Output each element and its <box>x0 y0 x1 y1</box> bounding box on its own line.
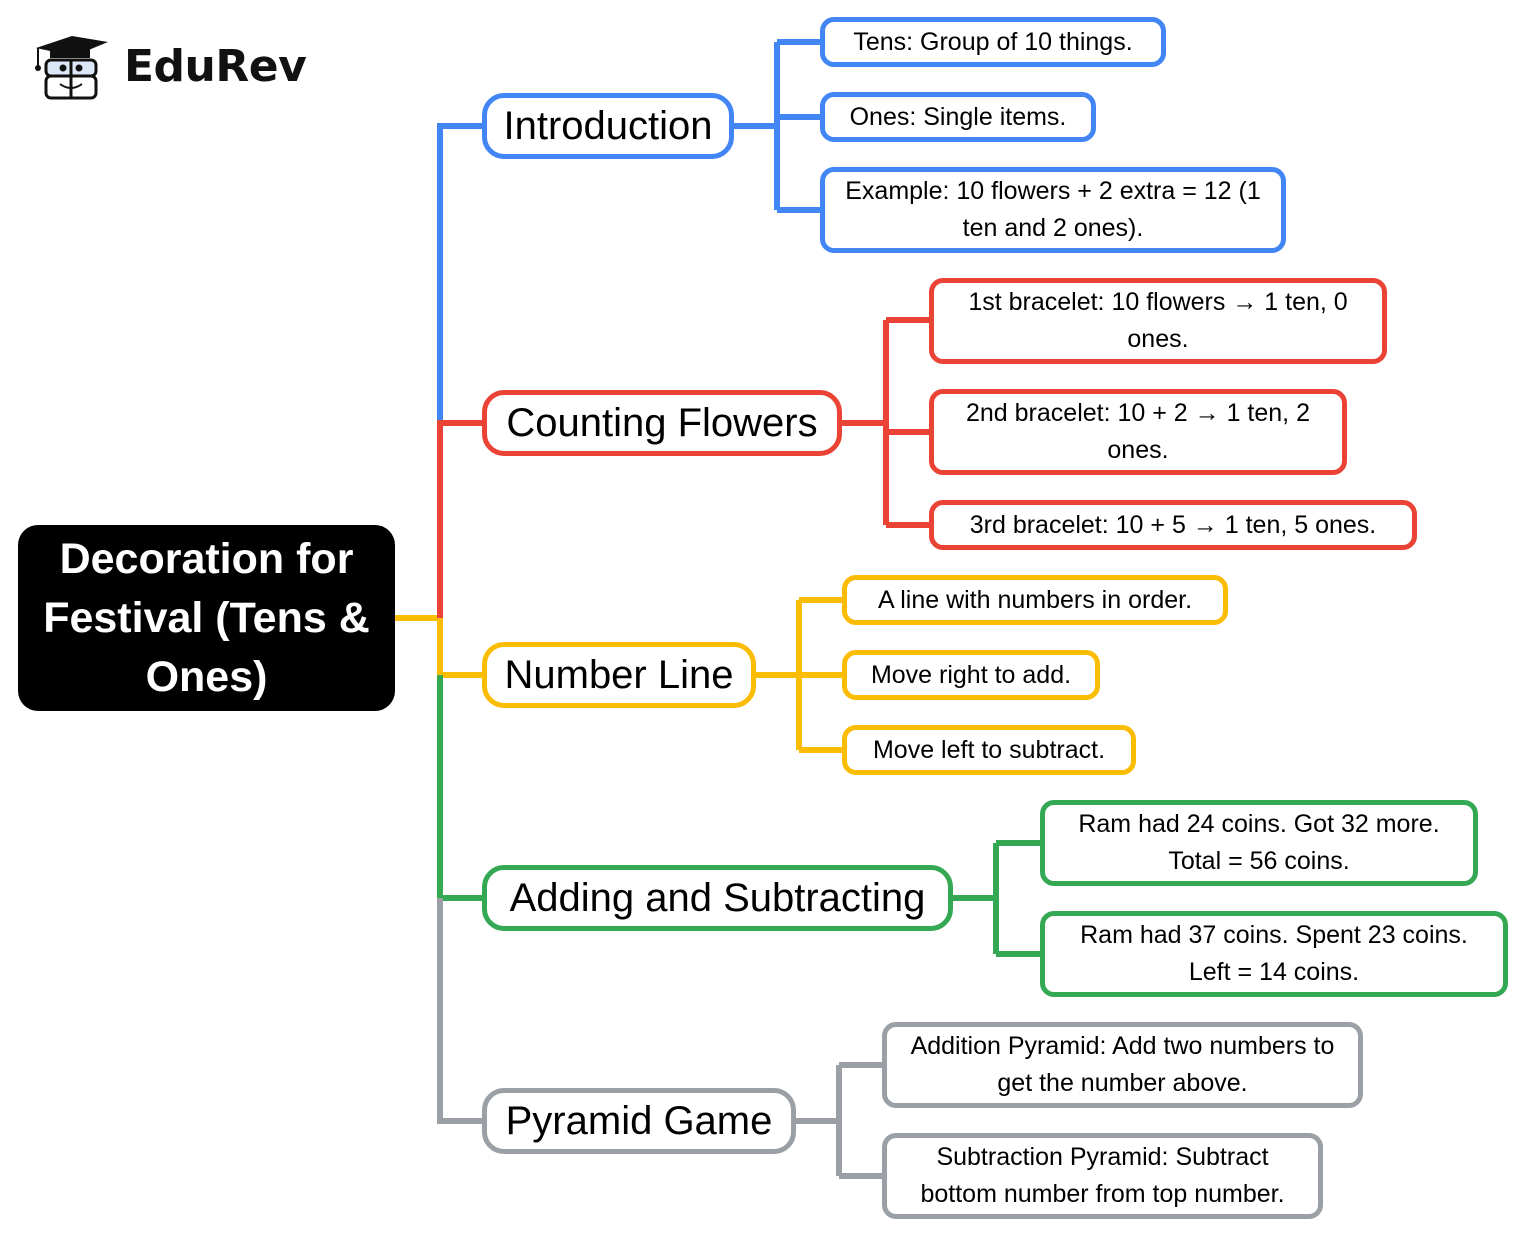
connector-pyramid-leaves <box>796 1062 882 1179</box>
branch-adding-subtracting[interactable]: Adding and Subtracting <box>482 865 953 931</box>
leaf-second-bracelet[interactable]: 2nd bracelet: 10 + 2 → 1 ten, 2 ones. <box>929 389 1347 475</box>
leaf-tens-definition[interactable]: Tens: Group of 10 things. <box>820 17 1166 67</box>
leaf-first-bracelet[interactable]: 1st bracelet: 10 flowers → 1 ten, 0 ones… <box>929 278 1387 364</box>
leaf-third-bracelet[interactable]: 3rd bracelet: 10 + 5 → 1 ten, 5 ones. <box>929 500 1417 550</box>
branch-counting-flowers[interactable]: Counting Flowers <box>482 390 842 456</box>
edurev-logo[interactable]: EduRev <box>30 30 307 102</box>
leaf-move-left[interactable]: Move left to subtract. <box>842 725 1136 775</box>
connector-pyramid-game <box>437 898 482 1124</box>
leaf-tens-ones-example[interactable]: Example: 10 flowers + 2 extra = 12 (1 te… <box>820 167 1286 253</box>
brand-name: EduRev <box>124 40 307 92</box>
leaf-addition-pyramid[interactable]: Addition Pyramid: Add two numbers to get… <box>882 1022 1363 1108</box>
branch-introduction[interactable]: Introduction <box>482 93 734 159</box>
connector-adding-leaves <box>953 840 1040 957</box>
branch-number-line[interactable]: Number Line <box>482 642 756 708</box>
graduate-mascot-icon <box>35 36 108 100</box>
connector-counting-leaves <box>842 317 929 528</box>
branch-pyramid-game[interactable]: Pyramid Game <box>482 1088 796 1154</box>
connector-counting-flowers <box>437 420 482 618</box>
connector-adding-subtracting <box>437 675 482 901</box>
leaf-subtraction-pyramid[interactable]: Subtraction Pyramid: Subtract bottom num… <box>882 1133 1323 1219</box>
connector-root <box>395 615 482 678</box>
connector-introduction <box>437 123 482 420</box>
leaf-addition-example[interactable]: Ram had 24 coins. Got 32 more. Total = 5… <box>1040 800 1478 886</box>
leaf-ones-definition[interactable]: Ones: Single items. <box>820 92 1096 142</box>
connector-intro-leaves <box>734 39 820 213</box>
root-topic[interactable]: Decoration for Festival (Tens & Ones) <box>18 525 395 711</box>
leaf-move-right[interactable]: Move right to add. <box>842 650 1100 700</box>
connector-numberline-leaves <box>756 597 842 753</box>
leaf-subtraction-example[interactable]: Ram had 37 coins. Spent 23 coins. Left =… <box>1040 911 1508 997</box>
leaf-number-line-definition[interactable]: A line with numbers in order. <box>842 575 1228 625</box>
